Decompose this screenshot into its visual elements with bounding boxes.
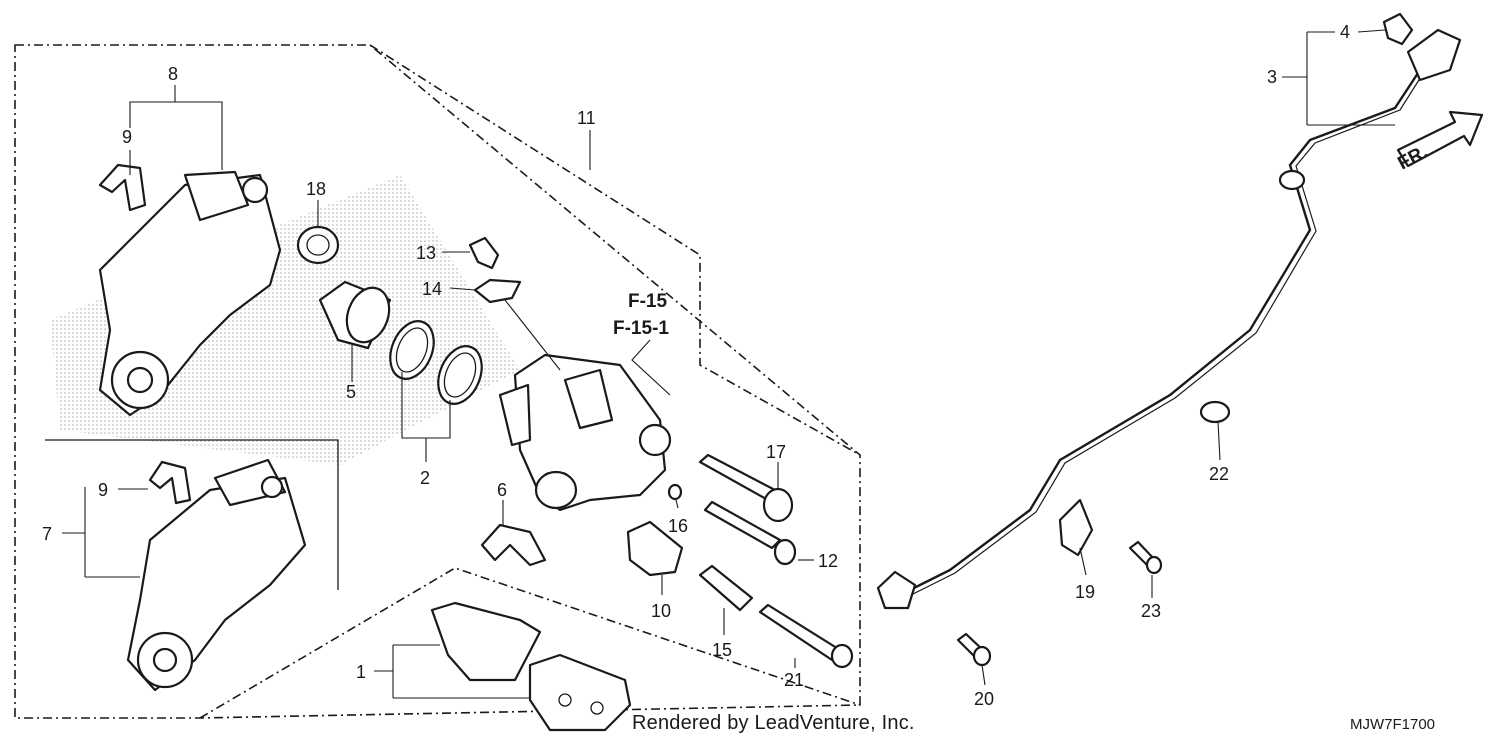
callout-18: 18 <box>306 179 326 199</box>
callout-21: 21 <box>784 670 804 690</box>
bracket-7-frame <box>45 439 339 590</box>
part-14-retainer[interactable] <box>473 278 522 304</box>
part-11-caliper-body[interactable] <box>498 353 672 512</box>
part-12-pin[interactable] <box>703 500 797 566</box>
part-16-cap[interactable] <box>667 483 683 501</box>
part-7-bracket[interactable] <box>126 458 307 692</box>
part-22-clamp[interactable] <box>1199 400 1231 424</box>
callout-12: 12 <box>818 551 838 571</box>
part-8-bracket[interactable] <box>98 170 282 417</box>
callout-23: 23 <box>1141 601 1161 621</box>
callout-16: 16 <box>668 516 688 536</box>
part-6-pad-spring[interactable] <box>480 523 547 567</box>
callout-14: 14 <box>422 279 442 299</box>
reference-f-15-1: F-15-1 <box>613 318 669 339</box>
part-9-clip-lower[interactable] <box>148 460 192 505</box>
credit-text: Rendered by LeadVenture, Inc. <box>632 712 915 734</box>
callout-11: 11 <box>577 108 596 128</box>
part-4-connector-cap[interactable] <box>1382 12 1414 46</box>
part-20-bolt[interactable] <box>956 632 992 667</box>
callout-17: 17 <box>766 442 786 462</box>
part-2-seals[interactable] <box>382 315 490 411</box>
callout-1: 1 <box>356 662 366 682</box>
pad-group-frame <box>199 567 861 719</box>
reference-f-15: F-15 <box>628 291 668 312</box>
callout-8: 8 <box>168 64 178 84</box>
callout-9-lower: 9 <box>98 480 108 500</box>
callout-4: 4 <box>1340 22 1350 42</box>
callout-2: 2 <box>420 468 430 488</box>
part-10-boot[interactable] <box>626 520 684 577</box>
part-5-piston[interactable] <box>318 280 396 350</box>
callout-20: 20 <box>974 689 994 709</box>
caliper-body-frame <box>369 44 861 456</box>
callout-10: 10 <box>651 601 671 621</box>
diagram-code: MJW7F1700 <box>1350 716 1436 733</box>
part-9-clip-upper[interactable] <box>98 163 147 212</box>
part-21-bolt[interactable] <box>758 603 854 669</box>
leader-lines <box>62 29 1395 699</box>
part-23-bolt[interactable] <box>1128 540 1163 575</box>
part-18-boot[interactable] <box>296 225 340 265</box>
part-1-brake-pads[interactable] <box>430 601 632 732</box>
callout-13: 13 <box>416 243 436 263</box>
callout-3: 3 <box>1267 67 1277 87</box>
callout-9-upper: 9 <box>122 127 132 147</box>
part-13-bleeder-cap[interactable] <box>468 236 500 270</box>
part-17-pin[interactable] <box>698 453 794 523</box>
front-direction-arrow <box>1396 110 1484 168</box>
callout-15: 15 <box>712 640 732 660</box>
callout-5: 5 <box>346 382 356 402</box>
callout-22: 22 <box>1209 464 1229 484</box>
callout-19: 19 <box>1075 582 1095 602</box>
part-15-sleeve[interactable] <box>698 564 754 612</box>
callout-6: 6 <box>497 480 507 500</box>
part-3-sensor-cable[interactable] <box>876 28 1462 610</box>
callout-7: 7 <box>42 524 52 544</box>
part-19-stay[interactable] <box>1058 498 1094 557</box>
